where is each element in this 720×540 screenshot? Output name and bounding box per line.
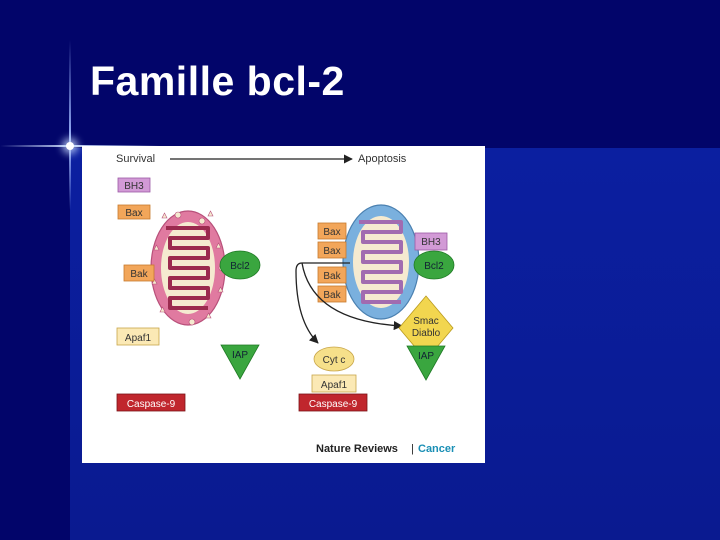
right-caspase-box xyxy=(298,393,368,412)
left-apaf1-label: Apaf1 xyxy=(125,333,152,344)
right-bak-box-2 xyxy=(317,285,347,303)
right-caspase-label: Caspase-9 xyxy=(309,399,358,410)
right-iap-label: IAP xyxy=(418,351,434,362)
decorative-horizontal-line xyxy=(0,145,160,147)
left-bax-box xyxy=(117,204,151,220)
credit-section: Cancer xyxy=(418,443,456,455)
bcl2-pathway-figure: Survival Apoptosis BH3 Bax xyxy=(82,146,485,463)
right-bax-label-2: Bax xyxy=(323,246,340,257)
right-bak-label-1: Bak xyxy=(323,271,341,282)
left-iap-label: IAP xyxy=(232,350,248,361)
left-bh3-box xyxy=(117,177,151,193)
right-mitochondrion xyxy=(342,204,420,320)
slide-title: Famille bcl-2 xyxy=(90,58,345,104)
cytc-label: Cyt c xyxy=(323,355,346,366)
right-bh3-box xyxy=(414,232,448,251)
smac-label-1: Smac xyxy=(413,316,439,327)
axis-label-survival: Survival xyxy=(116,153,155,165)
smac-label-2: Diablo xyxy=(412,328,441,339)
decorative-sparkle xyxy=(66,142,74,150)
right-bak-label-2: Bak xyxy=(323,290,341,301)
right-panel: Bax Bax Bak Bak BH3 Bcl2 Smac Diablo IAP… xyxy=(295,204,455,412)
right-bax-label-1: Bax xyxy=(323,227,340,238)
decorative-vertical-line xyxy=(69,40,71,210)
left-mitochondrion xyxy=(150,210,226,326)
left-bax-label: Bax xyxy=(125,208,142,219)
figure-credit: Nature Reviews | Cancer xyxy=(316,443,456,455)
credit-separator: | xyxy=(411,443,414,455)
arrow-cytc-release xyxy=(295,262,350,344)
right-bax-box-2 xyxy=(317,241,347,259)
right-bax-box-1 xyxy=(317,222,347,240)
right-iap-shape xyxy=(406,345,446,381)
cytc-shape xyxy=(313,346,355,372)
left-bak-label: Bak xyxy=(130,269,148,280)
left-caspase-box xyxy=(116,393,186,412)
pathway-diagram: Survival Apoptosis BH3 Bax xyxy=(116,153,456,455)
left-band xyxy=(0,0,70,540)
left-apaf1-box xyxy=(116,327,160,346)
credit-journal: Nature Reviews xyxy=(316,443,398,455)
left-bak-box xyxy=(123,264,155,282)
left-bcl2-label: Bcl2 xyxy=(230,261,250,272)
right-apaf1-label: Apaf1 xyxy=(321,380,348,391)
right-apaf1-box xyxy=(311,374,357,393)
left-bcl2-shape xyxy=(219,250,261,280)
right-bh3-label: BH3 xyxy=(421,237,441,248)
title-band xyxy=(0,0,720,148)
left-bh3-label: BH3 xyxy=(124,181,144,192)
right-bcl2-label: Bcl2 xyxy=(424,261,444,272)
right-bak-box-1 xyxy=(317,266,347,284)
axis-label-apoptosis: Apoptosis xyxy=(358,153,407,165)
left-iap-shape xyxy=(220,344,260,380)
left-panel: BH3 Bax Bak xyxy=(116,177,261,412)
left-caspase-label: Caspase-9 xyxy=(127,399,176,410)
right-bcl2-shape xyxy=(413,250,455,280)
arrow-smac-release xyxy=(301,262,403,331)
